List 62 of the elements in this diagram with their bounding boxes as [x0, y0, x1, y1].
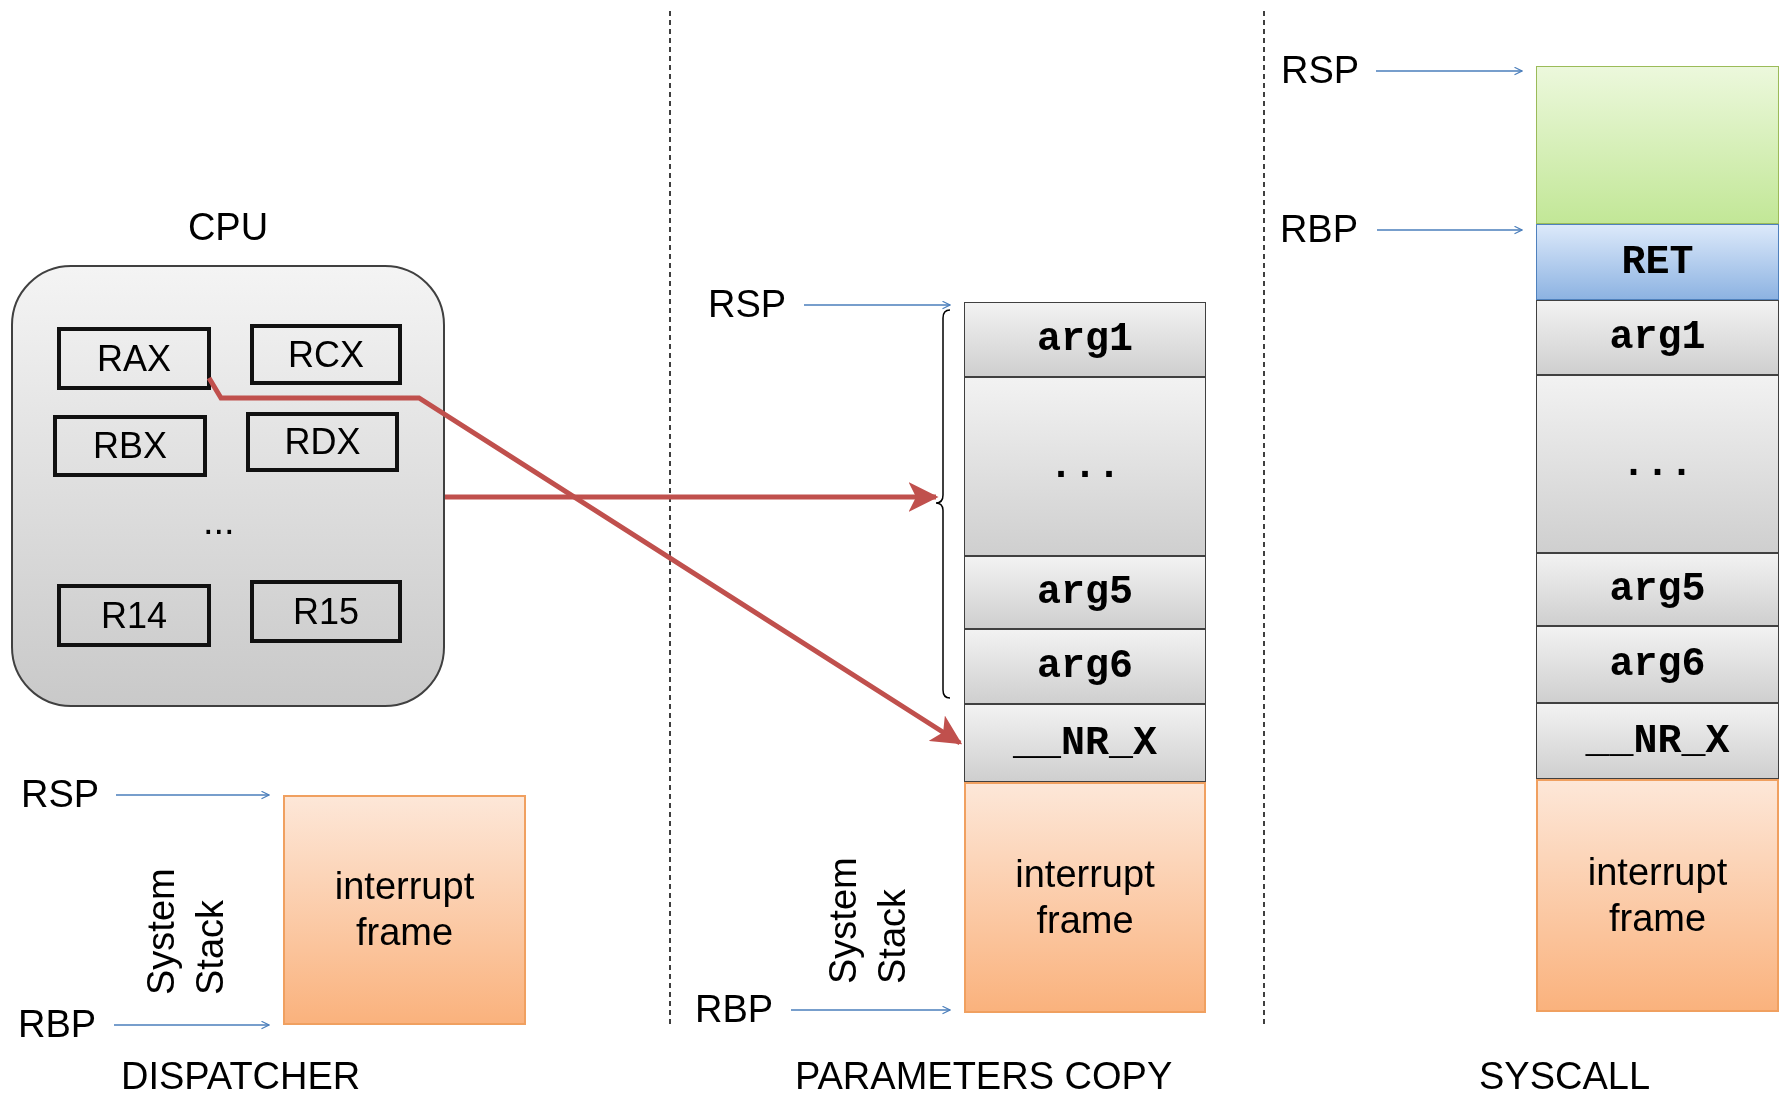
section-title: DISPATCHER — [121, 1055, 361, 1095]
register-box — [246, 412, 399, 472]
stack-cell — [964, 377, 1206, 556]
register-name: RBX — [93, 424, 167, 468]
cell-text: arg6 — [1609, 642, 1706, 687]
section-title: SYSCALL — [1479, 1055, 1651, 1095]
cell-text: arg5 — [1037, 570, 1133, 615]
register-name: RDX — [284, 420, 361, 464]
stack-cell — [1536, 300, 1779, 375]
cell-text: ... — [1621, 441, 1694, 487]
pointer-name: RBP — [1279, 207, 1359, 253]
vertical-label: System Stack — [139, 867, 233, 995]
stack-cell — [964, 556, 1206, 629]
cell-text: ... — [1049, 444, 1121, 489]
register-name: RAX — [97, 336, 171, 381]
stack-cell — [1536, 66, 1779, 224]
cell-text: arg5 — [1609, 567, 1706, 612]
arrow — [113, 1020, 270, 1030]
vertical-label: System Stack — [821, 856, 915, 984]
cell-text: arg1 — [1609, 315, 1706, 360]
pointer-name: RSP — [1280, 48, 1360, 94]
stack-cell — [964, 704, 1206, 782]
pointer-name: RSP — [20, 772, 100, 818]
pointer-name: RBP — [694, 987, 774, 1033]
pointer-name: RSP — [707, 282, 787, 328]
arrow — [1375, 66, 1523, 76]
register-name: R15 — [292, 589, 359, 634]
stack-cell — [1536, 553, 1779, 626]
interrupt-frame-box — [1536, 779, 1779, 1012]
register-box — [57, 327, 211, 390]
arrow — [206, 376, 963, 746]
stack-cell — [1536, 375, 1779, 553]
stack-cell — [1536, 626, 1779, 703]
stack-cell — [964, 302, 1206, 377]
register-box — [250, 580, 402, 643]
register-name: RCX — [288, 332, 364, 377]
cell-text: arg1 — [1037, 317, 1133, 362]
stack-cell — [1536, 224, 1779, 300]
cell-text: interrupt frame — [1014, 851, 1156, 943]
register-box — [53, 415, 207, 477]
register-name: R14 — [100, 593, 167, 638]
pointer-name: RBP — [17, 1002, 97, 1048]
cell-text: __NR_X — [1585, 718, 1730, 764]
ellipsis-text: ... — [203, 499, 235, 544]
cpu-heading: CPU — [186, 205, 270, 250]
cell-text: RET — [1621, 239, 1694, 285]
stack-cell — [1536, 703, 1779, 779]
section-title: PARAMETERS COPY — [795, 1055, 1173, 1095]
cell-text: __NR_X — [1013, 720, 1157, 766]
arrow — [445, 482, 939, 512]
stack-cell — [964, 629, 1206, 704]
register-box — [57, 584, 211, 647]
arrow — [115, 790, 270, 800]
register-box — [250, 324, 402, 385]
arrow — [803, 300, 951, 310]
cell-text: interrupt frame — [333, 864, 476, 955]
interrupt-frame-box — [964, 782, 1206, 1013]
cell-text: interrupt frame — [1586, 849, 1729, 941]
arrow — [1376, 225, 1523, 235]
interrupt-frame-box — [283, 795, 526, 1025]
cell-text: arg6 — [1037, 644, 1133, 689]
arrow — [790, 1005, 951, 1015]
